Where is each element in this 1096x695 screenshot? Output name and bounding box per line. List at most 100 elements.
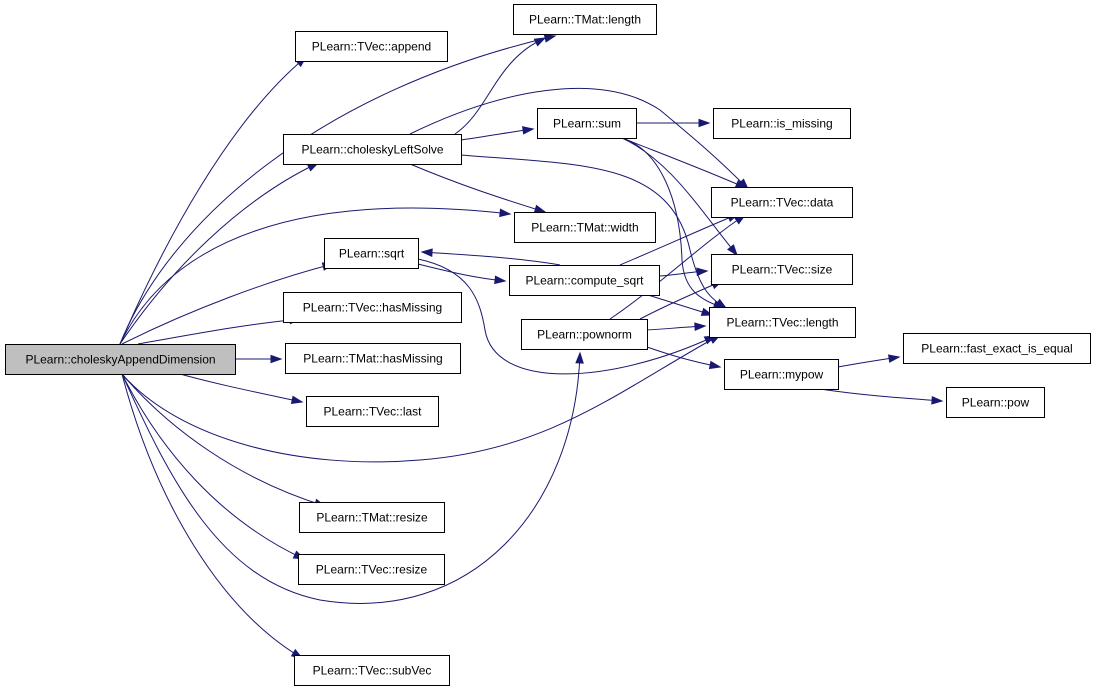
node-box-cholesky_append_dimension[interactable] xyxy=(5,344,236,375)
node-box-tvec_data[interactable] xyxy=(711,187,853,218)
node-mypow[interactable]: PLearn::mypow xyxy=(724,359,839,390)
node-label-pow: PLearn::pow xyxy=(962,396,1030,410)
node-label-tvec_data: PLearn::TVec::data xyxy=(731,196,834,210)
node-label-mypow: PLearn::mypow xyxy=(740,368,824,382)
node-cholesky_append_dimension[interactable]: PLearn::choleskyAppendDimension xyxy=(5,344,236,375)
node-label-tvec_resize: PLearn::TVec::resize xyxy=(316,563,428,577)
node-box-sum[interactable] xyxy=(537,108,637,139)
arrowhead-pownorm-to-tvec_length xyxy=(694,322,707,331)
edge-cholesky_append_dimension-to-tvec_subvec xyxy=(121,373,303,659)
node-box-tvec_last[interactable] xyxy=(306,396,439,427)
nodes-layer: PLearn::choleskyAppendDimensionPLearn::T… xyxy=(5,4,1091,686)
arrowhead-cholesky_append_dimension-to-tmat_length xyxy=(543,34,557,43)
node-tvec_append[interactable]: PLearn::TVec::append xyxy=(295,31,448,62)
node-label-compute_sqrt: PLearn::compute_sqrt xyxy=(525,274,644,288)
edge-cholesky_append_dimension-to-tvec_length xyxy=(121,334,721,463)
node-label-tmat_length: PLearn::TMat::length xyxy=(529,13,641,27)
arrowhead-cholesky_left_solve-to-tmat_width xyxy=(533,204,547,214)
node-label-tmat_resize: PLearn::TMat::resize xyxy=(316,511,428,525)
node-label-tvec_last: PLearn::TVec::last xyxy=(323,405,422,419)
edge-cholesky_left_solve-to-tmat_width xyxy=(409,163,546,213)
edge-cholesky_left_solve-to-sum xyxy=(460,128,534,141)
node-box-tvec_size[interactable] xyxy=(711,254,853,285)
arrowhead-cholesky_append_dimension-to-tvec_last xyxy=(290,395,304,404)
node-tmat_width[interactable]: PLearn::TMat::width xyxy=(514,212,656,243)
edge-cholesky_left_solve-to-tvec_data xyxy=(409,87,749,190)
node-box-pow[interactable] xyxy=(946,387,1045,418)
node-label-tvec_subvec: PLearn::TVec::subVec xyxy=(313,664,432,678)
arrowhead-sum-to-is_missing xyxy=(698,118,711,128)
node-box-tmat_width[interactable] xyxy=(514,212,656,243)
edge-cholesky_append_dimension-to-tmat_length xyxy=(119,35,556,345)
node-label-pownorm: PLearn::pownorm xyxy=(537,328,632,342)
edge-sum-to-tvec_length xyxy=(621,137,725,309)
node-box-mypow[interactable] xyxy=(724,359,839,390)
node-label-tvec_length: PLearn::TVec::length xyxy=(726,316,838,330)
edge-sqrt-to-tvec_length xyxy=(417,258,716,375)
node-label-tvec_append: PLearn::TVec::append xyxy=(312,40,431,54)
edge-cholesky_left_solve-to-tmat_length xyxy=(454,37,546,135)
node-label-sum: PLearn::sum xyxy=(553,117,621,131)
node-box-tmat_resize[interactable] xyxy=(299,502,445,533)
node-tmat_length[interactable]: PLearn::TMat::length xyxy=(513,4,657,35)
node-label-is_missing: PLearn::is_missing xyxy=(731,117,832,131)
node-label-tmat_hasmissing: PLearn::TMat::hasMissing xyxy=(303,352,442,366)
node-box-tvec_subvec[interactable] xyxy=(294,655,450,686)
arrowhead-compute_sqrt-to-tvec_size xyxy=(696,267,709,277)
node-tmat_hasmissing[interactable]: PLearn::TMat::hasMissing xyxy=(285,343,461,374)
node-fast_exact_is_equal[interactable]: PLearn::fast_exact_is_equal xyxy=(903,333,1091,364)
arrowhead-cholesky_append_dimension-to-tmat_hasmissing xyxy=(270,354,283,364)
node-tvec_subvec[interactable]: PLearn::TVec::subVec xyxy=(294,655,450,686)
node-box-cholesky_left_solve[interactable] xyxy=(283,134,462,165)
node-tvec_last[interactable]: PLearn::TVec::last xyxy=(306,396,439,427)
node-box-tvec_length[interactable] xyxy=(709,307,856,338)
edge-cholesky_left_solve-to-tvec_length xyxy=(460,154,727,309)
node-box-pownorm[interactable] xyxy=(521,319,648,350)
node-tvec_resize[interactable]: PLearn::TVec::resize xyxy=(298,554,445,585)
node-box-is_missing[interactable] xyxy=(713,108,851,139)
node-pow[interactable]: PLearn::pow xyxy=(946,387,1045,418)
node-tvec_hasmissing[interactable]: PLearn::TVec::hasMissing xyxy=(283,292,462,323)
node-label-fast_exact_is_equal: PLearn::fast_exact_is_equal xyxy=(921,342,1072,356)
edge-cholesky_append_dimension-to-sqrt xyxy=(121,263,334,345)
node-label-cholesky_append_dimension: PLearn::choleskyAppendDimension xyxy=(25,353,215,367)
arrowhead-pownorm-to-mypow xyxy=(708,360,722,370)
node-compute_sqrt[interactable]: PLearn::compute_sqrt xyxy=(509,265,660,296)
node-box-tvec_resize[interactable] xyxy=(298,554,445,585)
edge-cholesky_append_dimension-to-cholesky_left_solve xyxy=(119,162,319,345)
node-sqrt[interactable]: PLearn::sqrt xyxy=(324,238,419,269)
edge-compute_sqrt-to-tvec_data xyxy=(619,213,739,266)
node-sum[interactable]: PLearn::sum xyxy=(537,108,637,139)
node-label-tmat_width: PLearn::TMat::width xyxy=(531,221,638,235)
arrowhead-cholesky_append_dimension-to-tmat_width xyxy=(499,208,512,218)
node-box-fast_exact_is_equal[interactable] xyxy=(903,333,1091,364)
node-tvec_data[interactable]: PLearn::TVec::data xyxy=(711,187,853,218)
edge-mypow-to-pow xyxy=(819,388,943,402)
node-label-tvec_hasmissing: PLearn::TVec::hasMissing xyxy=(303,301,442,315)
arrowhead-cholesky_append_dimension-to-pownorm xyxy=(575,351,584,364)
node-box-sqrt[interactable] xyxy=(324,238,419,269)
edge-cholesky_append_dimension-to-tvec_resize xyxy=(121,373,305,560)
node-tvec_size[interactable]: PLearn::TVec::size xyxy=(711,254,853,285)
arrowhead-cholesky_left_solve-to-sum xyxy=(522,126,535,135)
edge-pownorm-to-mypow xyxy=(646,346,721,368)
node-box-tmat_hasmissing[interactable] xyxy=(285,343,461,374)
node-pownorm[interactable]: PLearn::pownorm xyxy=(521,319,648,350)
node-label-cholesky_left_solve: PLearn::choleskyLeftSolve xyxy=(301,143,443,157)
arrowhead-compute_sqrt-to-sqrt xyxy=(420,248,433,257)
arrowhead-mypow-to-pow xyxy=(931,395,944,405)
node-box-tvec_append[interactable] xyxy=(295,31,448,62)
edge-cholesky_append_dimension-to-tmat_resize xyxy=(121,373,326,507)
node-tvec_length[interactable]: PLearn::TVec::length xyxy=(709,307,856,338)
node-tmat_resize[interactable]: PLearn::TMat::resize xyxy=(299,502,445,533)
node-label-sqrt: PLearn::sqrt xyxy=(339,247,405,261)
node-box-tvec_hasmissing[interactable] xyxy=(283,292,462,323)
arrowhead-sqrt-to-compute_sqrt xyxy=(494,275,507,285)
node-is_missing[interactable]: PLearn::is_missing xyxy=(713,108,851,139)
edge-cholesky_append_dimension-to-tvec_append xyxy=(119,56,307,345)
node-cholesky_left_solve[interactable]: PLearn::choleskyLeftSolve xyxy=(283,134,462,165)
edge-cholesky_append_dimension-to-tvec_last xyxy=(179,373,303,403)
node-box-tmat_length[interactable] xyxy=(513,4,657,35)
node-box-compute_sqrt[interactable] xyxy=(509,265,660,296)
